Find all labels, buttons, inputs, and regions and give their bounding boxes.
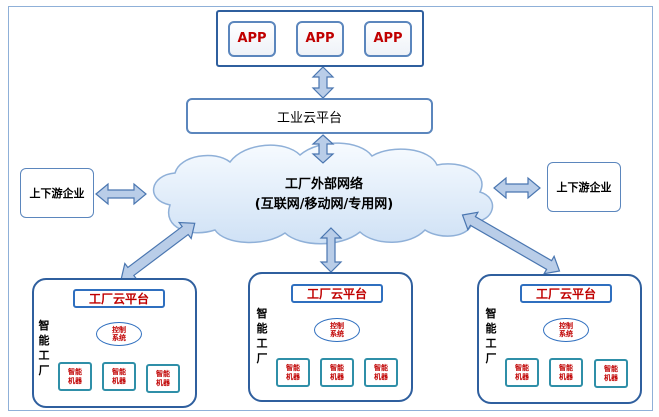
smart-machine: 智能 机器 — [364, 358, 398, 387]
app-button[interactable]: APP — [364, 20, 412, 57]
label-char: 能 — [256, 322, 268, 335]
machine-line2: 机器 — [112, 376, 126, 385]
label-char: 智 — [256, 307, 268, 320]
factory-cloud-platform-3: 工厂云平台 — [520, 284, 612, 303]
control-system-line2: 系统 — [559, 330, 573, 338]
machine-line2: 机器 — [604, 373, 618, 382]
label-char: 厂 — [38, 364, 50, 377]
machine-line2: 机器 — [68, 376, 82, 385]
network-cloud — [152, 142, 494, 245]
machine-line2: 机器 — [286, 372, 300, 381]
label-char: 能 — [485, 322, 497, 335]
control-system-line1: 控制 — [112, 326, 126, 334]
smart-factory-1-label: 智 能 工 厂 — [37, 318, 51, 378]
app-group: APP APP APP — [216, 10, 424, 67]
external-network-label: 工厂外部网络 (互联网/移动网/专用网) — [214, 175, 434, 215]
machine-line2: 机器 — [515, 372, 529, 381]
machine-line2: 机器 — [374, 372, 388, 381]
machine-line1: 智能 — [156, 369, 170, 378]
smart-machine: 智能 机器 — [549, 358, 583, 387]
industrial-cloud-platform: 工业云平台 — [186, 98, 433, 134]
label-char: 工 — [485, 337, 497, 350]
machine-line2: 机器 — [559, 372, 573, 381]
factory-cloud-platform-1: 工厂云平台 — [73, 289, 165, 308]
factory-cloud-platform-2: 工厂云平台 — [291, 284, 383, 303]
smart-factory-3-label: 智 能 工 厂 — [484, 306, 498, 366]
label-char: 厂 — [485, 352, 497, 365]
smart-machine: 智能 机器 — [505, 358, 539, 387]
arrow-network-to-right-partner — [493, 176, 541, 200]
smart-machine: 智能 机器 — [276, 358, 310, 387]
label-char: 厂 — [256, 352, 268, 365]
label-char: 工 — [38, 349, 50, 362]
label-char: 能 — [38, 334, 50, 347]
machine-line1: 智能 — [330, 363, 344, 372]
machine-line1: 智能 — [112, 367, 126, 376]
control-system-line2: 系统 — [112, 334, 126, 342]
label-char: 智 — [485, 307, 497, 320]
partner-enterprise-right: 上下游企业 — [547, 162, 621, 212]
machine-line1: 智能 — [286, 363, 300, 372]
smart-machine: 智能 机器 — [594, 359, 628, 388]
label-char: 工 — [256, 337, 268, 350]
app-button[interactable]: APP — [228, 20, 276, 57]
external-network-title: 工厂外部网络 — [284, 177, 363, 192]
arrow-network-to-factory-1 — [120, 221, 196, 281]
smart-machine: 智能 机器 — [58, 362, 92, 391]
control-system-1: 控制 系统 — [96, 322, 142, 346]
arrow-apps-to-cloud-platform — [311, 66, 335, 99]
arrow-network-to-factory-3 — [461, 211, 561, 275]
arrow-left-partner-to-network — [95, 182, 147, 206]
control-system-line2: 系统 — [330, 330, 344, 338]
external-network-subtitle: (互联网/移动网/专用网) — [254, 197, 394, 212]
app-button[interactable]: APP — [296, 20, 344, 57]
machine-line1: 智能 — [68, 367, 82, 376]
machine-line1: 智能 — [604, 364, 618, 373]
control-system-3: 控制 系统 — [543, 318, 589, 342]
smart-factory-2-label: 智 能 工 厂 — [255, 306, 269, 366]
control-system-line1: 控制 — [559, 322, 573, 330]
arrow-cloud-platform-to-network — [311, 134, 335, 164]
machine-line2: 机器 — [330, 372, 344, 381]
smart-machine: 智能 机器 — [320, 358, 354, 387]
machine-line2: 机器 — [156, 378, 170, 387]
machine-line1: 智能 — [559, 363, 573, 372]
control-system-line1: 控制 — [330, 322, 344, 330]
smart-machine: 智能 机器 — [102, 362, 136, 391]
label-char: 智 — [38, 319, 50, 332]
partner-enterprise-left: 上下游企业 — [20, 168, 94, 218]
machine-line1: 智能 — [374, 363, 388, 372]
smart-machine: 智能 机器 — [146, 364, 180, 393]
outer-frame — [8, 6, 653, 411]
machine-line1: 智能 — [515, 363, 529, 372]
arrow-network-to-factory-2 — [319, 227, 343, 273]
control-system-2: 控制 系统 — [314, 318, 360, 342]
